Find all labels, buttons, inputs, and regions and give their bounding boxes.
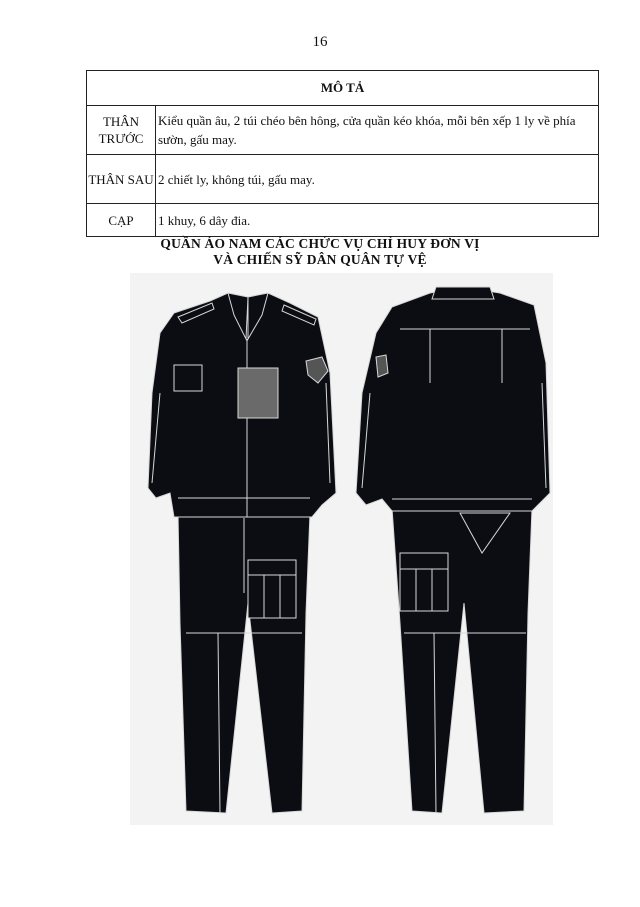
page-number: 16	[312, 34, 328, 50]
figure-title: QUẦN ÁO NAM CÁC CHỨC VỤ CHỈ HUY ĐƠN VỊ V…	[0, 236, 640, 268]
front-name-patch	[237, 367, 279, 419]
row-desc-back: 2 chiết ly, không túi, gấu may.	[155, 154, 599, 204]
row-desc-front: Kiểu quần âu, 2 túi chéo bên hông, cửa q…	[155, 105, 599, 155]
table-row: THÂN SAU 2 chiết ly, không túi, gấu may.	[86, 154, 599, 204]
uniform-illustration	[130, 273, 553, 825]
shield-patch-icon	[305, 356, 329, 384]
front-left-chest-pocket	[173, 364, 203, 392]
front-uniform	[147, 292, 337, 814]
row-label-back: THÂN SAU	[86, 154, 156, 204]
table-header: MÔ TẢ	[86, 70, 599, 106]
figure-title-line-2: VÀ CHIẾN SỸ DÂN QUÂN TỰ VỆ	[213, 252, 427, 267]
front-cargo-pocket	[247, 559, 297, 619]
back-cargo-pocket	[399, 552, 449, 612]
back-uniform	[355, 286, 551, 814]
table-row: CẠP 1 khuy, 6 dây đia.	[86, 203, 599, 237]
table-row: THÂN TRƯỚC Kiểu quần âu, 2 túi chéo bên …	[86, 105, 599, 155]
row-label-waistband: CẠP	[86, 203, 156, 237]
figure-title-line-1: QUẦN ÁO NAM CÁC CHỨC VỤ CHỈ HUY ĐƠN VỊ	[160, 236, 480, 251]
row-desc-waistband: 1 khuy, 6 dây đia.	[155, 203, 599, 237]
uniform-drawing	[147, 286, 551, 814]
back-jacket	[355, 286, 551, 512]
back-sleeve-badge-icon	[375, 354, 389, 378]
description-table: MÔ TẢ THÂN TRƯỚC Kiểu quần âu, 2 túi ché…	[86, 70, 599, 237]
table-header-row: MÔ TẢ	[86, 70, 599, 106]
row-label-front: THÂN TRƯỚC	[86, 105, 156, 155]
